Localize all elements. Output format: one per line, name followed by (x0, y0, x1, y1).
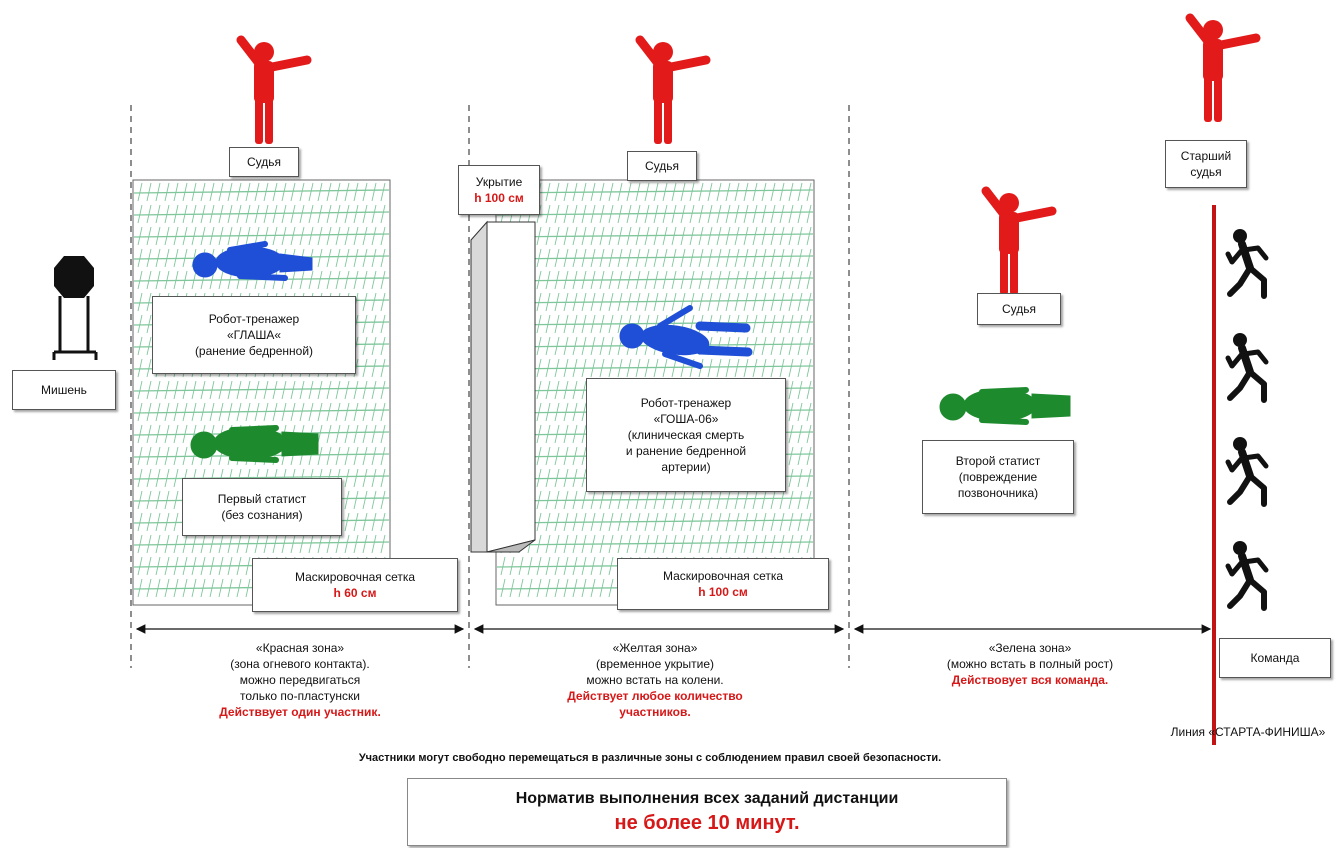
red-zone-line-4: только по-пластунски (240, 689, 360, 703)
team-label: Команда (1219, 638, 1331, 678)
robot-gosha-line-3: (клиническая смерть (627, 428, 745, 442)
robot-glasha-line-3: (ранение бедренной) (194, 344, 314, 358)
standard-line-1: Норматив выполнения всех заданий дистанц… (515, 790, 899, 807)
red-zone-rule: Действвует один участник. (219, 705, 381, 719)
green-zone-line-1: «Зелена зона» (988, 641, 1072, 655)
judge-label-2-text: Судья (644, 159, 680, 173)
standard-box: Норматив выполнения всех заданий дистанц… (407, 778, 1007, 846)
judge-figure-3 (986, 191, 1052, 295)
net-label-1: Маскировочная сетка h 60 см (252, 558, 458, 612)
yellow-zone-line-2: (временное укрытие) (596, 657, 714, 671)
judge-label-1-text: Судья (246, 155, 282, 169)
robot-gosha-line-5: артерии) (661, 460, 711, 474)
robot-glasha-line-2: «ГЛАША« (226, 328, 282, 342)
first-extra-label: Первый статист (без сознания) (182, 478, 342, 536)
team-member-figure-2 (1228, 333, 1266, 400)
red-zone-description: «Красная зона» (зона огневого контакта).… (150, 640, 450, 720)
net-label-2-height: h 100 см (698, 585, 748, 599)
senior-judge-label: Старший судья (1165, 140, 1247, 188)
team-member-figure-4 (1228, 541, 1266, 608)
second-extra-label: Второй статист (повреждение позвоночника… (922, 440, 1074, 514)
judge-label-3-text: Судья (1001, 302, 1037, 316)
robot-gosha-line-2: «ГОША-06» (653, 412, 719, 426)
senior-judge-line-1: Старший (1180, 149, 1232, 163)
green-zone-rule: Действовует вся команда. (951, 673, 1109, 687)
judge-label-2: Судья (627, 151, 697, 181)
second-extra-line-1: Второй статист (955, 454, 1041, 468)
yellow-zone-line-1: «Желтая зона» (612, 641, 698, 655)
second-extra-figure (939, 387, 1071, 425)
net-label-2-title: Маскировочная сетка (662, 569, 784, 583)
net-label-2: Маскировочная сетка h 100 см (617, 558, 829, 610)
robot-gosha-line-4: и ранение бедренной (625, 444, 747, 458)
yellow-zone-rule-line-2: участников. (619, 705, 691, 719)
senior-judge-line-2: судья (1190, 165, 1222, 179)
robot-gosha-figure (619, 305, 753, 369)
red-zone-line-1: «Красная зона» (255, 641, 345, 655)
start-finish-label-text: Линия «СТАРТА-ФИНИША» (1170, 725, 1326, 739)
judge-label-1: Судья (229, 147, 299, 177)
cover-height: h 100 см (474, 191, 524, 205)
standard-line-2: не более 10 минут. (614, 812, 800, 834)
first-extra-line-2: (без сознания) (221, 508, 303, 522)
judge-label-3: Судья (977, 293, 1061, 325)
team-member-figure-1 (1228, 229, 1266, 296)
red-zone-line-2: (зона огневого контакта). (230, 657, 370, 671)
robot-gosha-label: Робот-тренажер «ГОША-06» (клиническая см… (586, 378, 786, 492)
cover-label: Укрытие h 100 см (458, 165, 540, 215)
yellow-zone-description: «Желтая зона» (временное укрытие) можно … (505, 640, 805, 720)
judge-figure-2 (640, 40, 706, 144)
team-label-text: Команда (1250, 651, 1300, 665)
net-label-1-height: h 60 см (333, 586, 377, 600)
cover-wall (470, 220, 536, 553)
target-label: Мишень (12, 370, 116, 410)
senior-judge-figure (1190, 18, 1256, 122)
yellow-zone-line-3: можно встать на колени. (586, 673, 724, 687)
first-extra-line-1: Первый статист (217, 492, 307, 506)
second-extra-line-2: (повреждение (958, 470, 1038, 484)
cover-title: Укрытие (475, 175, 523, 189)
yellow-zone-rule-line-1: Действует любое количество (567, 689, 743, 703)
red-zone-line-3: можно передвигаться (239, 673, 361, 687)
target-label-text: Мишень (41, 383, 87, 397)
robot-gosha-line-1: Робот-тренажер (640, 396, 732, 410)
net-label-1-title: Маскировочная сетка (294, 570, 416, 584)
second-extra-line-3: позвоночника) (957, 486, 1039, 500)
first-extra-figure (190, 425, 319, 463)
start-finish-label: Линия «СТАРТА-ФИНИША» (1160, 724, 1336, 740)
green-zone-line-2: (можно встать в полный рост) (946, 657, 1114, 671)
target-icon (52, 256, 98, 360)
movement-note: Участники могут свободно перемещаться в … (150, 750, 1150, 766)
team-member-figure-3 (1228, 437, 1266, 504)
robot-glasha-figure (192, 241, 313, 281)
movement-note-text: Участники могут свободно перемещаться в … (358, 752, 942, 764)
robot-glasha-label: Робот-тренажер «ГЛАША« (ранение бедренно… (152, 296, 356, 374)
green-zone-description: «Зелена зона» (можно встать в полный рос… (880, 640, 1180, 688)
judge-figure-1 (241, 40, 307, 144)
robot-glasha-line-1: Робот-тренажер (208, 312, 300, 326)
